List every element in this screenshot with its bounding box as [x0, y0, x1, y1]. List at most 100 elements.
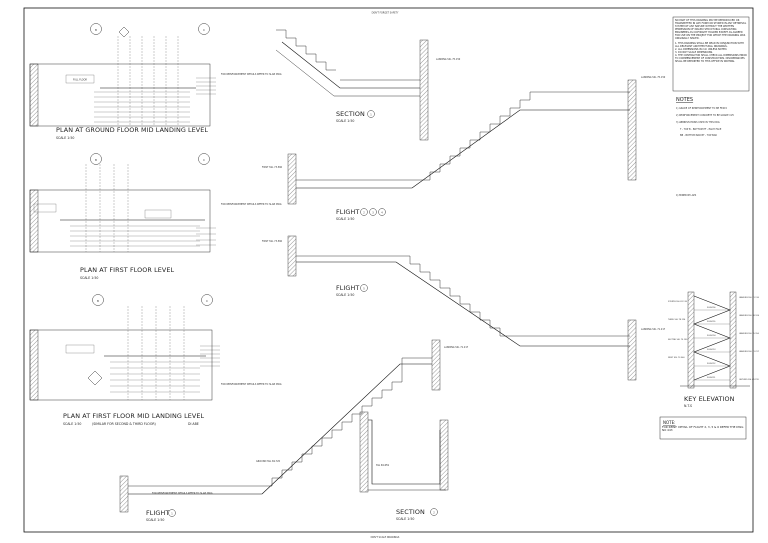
flight-c-scale: SCALE 1:50: [146, 518, 164, 522]
flight-b-drawing: LANDING SSL 71.217 FIRST SSL 73.560 FLIG…: [262, 235, 666, 381]
level-ssl-lower: SSL 69.659: [376, 464, 390, 467]
note-4: T - TOP B - BOTTOM EF - EACH FACE: [680, 128, 722, 131]
key-level-left: FIRST SSL 73.560: [668, 357, 685, 359]
key-flight-label: FLIGHT-5: [707, 321, 716, 323]
grid-c-bubble: [201, 294, 213, 306]
wall-hatch: [29, 63, 39, 127]
flight-c-drawing: LANDING SSL 71.217 GROUND SSL 69.720 FOR…: [119, 339, 469, 522]
flight-marker-label: 1: [171, 513, 173, 516]
wall-hatch: [687, 291, 695, 389]
flight-b-title: FLIGHT: [336, 284, 359, 292]
key-flight-label: FLIGHT-6: [707, 307, 716, 309]
bottom-banner: DON'T SCALE DRAWINGS: [371, 536, 400, 539]
notes-heading: NOTES: [676, 97, 693, 103]
flight-marker: [369, 208, 377, 216]
key-flight-label: FLIGHT-2: [707, 363, 716, 365]
key-level-right: LANDING SSL 81.110: [739, 296, 760, 299]
flight-marker-label: 5: [363, 288, 365, 291]
waist-soffit: [275, 49, 420, 97]
flight-marker: [168, 509, 176, 517]
flight-marker: [378, 208, 386, 216]
rebar-lines: [100, 36, 196, 126]
plan-outline: [29, 63, 211, 127]
stair-treads: [110, 361, 200, 393]
note-box-text: FOR REINF. DETAIL OF FLIGHT 2, 3, 5 & 6 …: [662, 426, 744, 433]
plan-first-title: PLAN AT FIRST FLOOR LEVEL: [80, 266, 174, 274]
level-landing-top: LANDING SSL 75.150: [436, 58, 461, 61]
section-2-scale: SCALE 1:50: [396, 517, 414, 521]
level-ground: GROUND SSL 69.720: [256, 460, 281, 463]
bar-mark-leaders: [200, 345, 220, 367]
section-2-title: SECTION: [396, 508, 425, 516]
flight-rebar: [261, 363, 432, 495]
grid-c-label: C: [206, 299, 208, 303]
flight-a-drawing: LANDING SSL 75.150 FIRST SSL 73.560 FLIG…: [262, 76, 666, 221]
level-first-b: FIRST SSL 73.560: [262, 240, 283, 243]
key-flight-zigzag: [693, 295, 731, 381]
key-level-right: LANDING SSL 71.217: [739, 350, 760, 353]
section-2-drawing: SSL 69.659 SECTION 2 SCALE 1:50: [359, 411, 449, 521]
grid-b-label: B: [95, 158, 97, 162]
section-1-title: SECTION: [336, 110, 365, 118]
flight-marker-label: 4: [381, 212, 383, 215]
grid-b-bubble: [90, 153, 102, 165]
level-first-a: FIRST SSL 73.560: [262, 166, 283, 169]
wall-hatch: [431, 339, 441, 391]
note-1: 1) GRADE OF REINFORCEMENT TO BE FE415: [676, 107, 728, 110]
key-level-left: SECOND SSL 75.150: [668, 339, 688, 341]
flight-a-scale: SCALE 1:50: [336, 217, 354, 221]
note-2: 2) REINFORCEMENT CONCRETE TO BE GRADE C2…: [676, 114, 734, 117]
notes-panel: NO PART OF THIS DRAWING MAY BE REPRODUCE…: [672, 16, 750, 197]
grid-b-label: B: [95, 28, 97, 32]
section-rebar: [368, 419, 441, 485]
flight-marker-label: 3: [372, 212, 374, 215]
key-level-right: LANDING SSL 75.150: [739, 332, 760, 335]
wall-hatch: [359, 411, 369, 493]
flight-marker: [360, 208, 368, 216]
stair-steps: [420, 91, 630, 181]
wall-hatch: [627, 319, 637, 381]
wall-hatch: [287, 153, 297, 205]
flight-b-scale: SCALE 1:50: [336, 293, 354, 297]
label-box: [144, 209, 172, 219]
key-level-right: GROUND SSL 69.720: [739, 379, 760, 381]
disclaimer-holder: NO PART OF THIS DRAWING MAY BE REPRODUCE…: [675, 19, 747, 63]
plan-ground-mid: B C FULL FLOOR: [29, 23, 216, 140]
flight-rebar: [411, 109, 630, 189]
reinf-callout-flight: FOR REINFORCEMENT DETAILS REFER TO SLAB …: [152, 492, 213, 495]
key-level-left: THIRD SSL 78.126: [668, 319, 686, 321]
key-level-right: LANDING SSL 78.126: [739, 314, 760, 317]
plan-first: B C FOR REINFORCEMENT DETAILS REFER TO: [29, 153, 282, 280]
flight-marker: [360, 284, 368, 292]
stair-treads: [70, 225, 200, 247]
wall-hatch: [29, 329, 39, 401]
general-note-4: 4. THE CONTRACTOR SHALL CHECK ALL DIMENS…: [675, 54, 747, 63]
plan-first-mid-scale-note: (SIMILAR FOR SECOND & THIRD FLOOR): [92, 422, 156, 426]
flight-marker-label: 2: [363, 212, 365, 215]
general-note-3: 3. DO NOT SCALE DIMENSIONS.: [675, 51, 713, 54]
label-box: [33, 203, 57, 213]
top-banner: DON'T FORGET SAFETY: [372, 12, 399, 15]
full-floor-tag: FULL FLOOR: [73, 79, 87, 82]
key-elevation-scale: N.T.S: [684, 404, 692, 408]
grid-c-bubble: [198, 23, 210, 35]
note-box-holder: FOR REINF. DETAIL OF FLIGHT 2, 3, 5 & 6 …: [662, 426, 744, 433]
north-arrow-icon: [87, 370, 103, 386]
north-arrow-icon: [118, 26, 130, 38]
disclaimer-box: [672, 16, 750, 92]
stair-steps: [400, 255, 630, 337]
key-level-left: FOURTH SSL 81.110: [668, 301, 688, 303]
plan-ground-mid-title: PLAN AT GROUND FLOOR MID LANDING LEVEL: [56, 126, 208, 134]
stair-steps: [276, 29, 336, 71]
grid-c-label: C: [203, 28, 205, 32]
note-box: NOTE: FOR REINF. DETAIL OF FLIGHT 2, 3, …: [659, 416, 747, 440]
grid-b-bubble: [90, 23, 102, 35]
plan-first-mid-scale: SCALE 1:50: [63, 422, 81, 426]
level-landing-right: LANDING SSL 75.150: [641, 76, 666, 79]
rebar-lines: [104, 306, 206, 400]
section-1-scale: SCALE 1:50: [336, 119, 354, 123]
plan-outline: [29, 189, 211, 253]
note-box-heading: NOTE:: [663, 420, 675, 425]
plan-outline: [29, 329, 213, 401]
